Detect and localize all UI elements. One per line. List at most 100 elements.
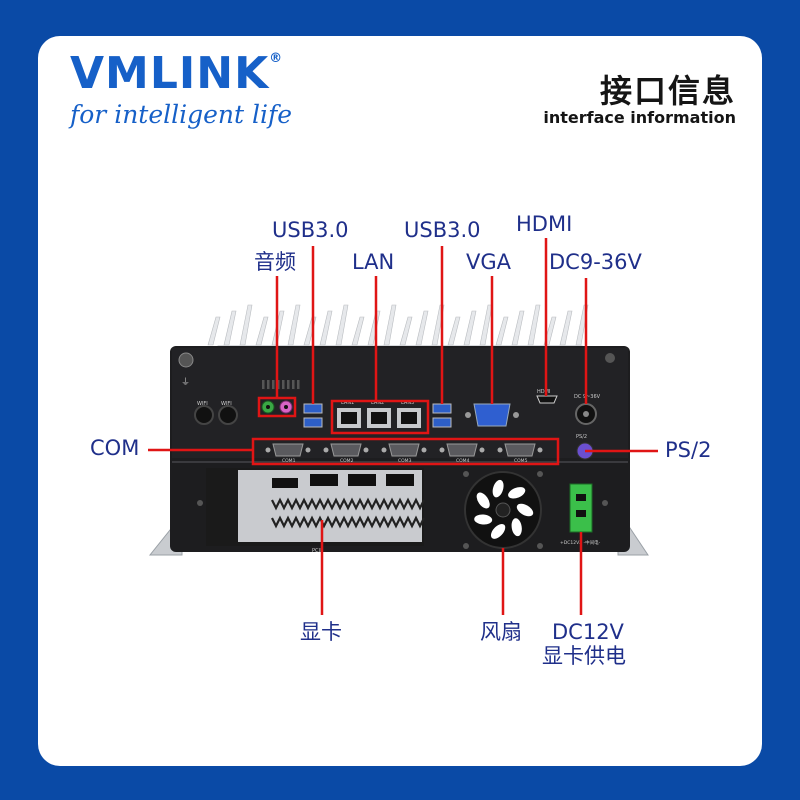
com-screw [323,447,329,453]
print-ps2: PS/2 [576,434,587,440]
com-screw [421,447,427,453]
label-lan: LAN [352,250,395,274]
gpu-dp-out [348,474,376,486]
wifi-antenna-port-1 [194,405,214,425]
vent-slot [297,380,300,389]
vent-slot [262,380,265,389]
lan-port-1-hole [341,412,357,424]
vga-screw [465,412,471,418]
header-title-cn: 接口信息 [599,72,736,110]
usb-port-right-1 [432,403,452,414]
label-com: COM [90,436,140,460]
leader-lines [148,238,658,615]
heatsink-fins [207,304,589,346]
chassis-screw [463,471,469,477]
dc-power-pin [583,411,589,417]
vga-screw [513,412,519,418]
audio-jack-hole [266,405,270,409]
usb-port-left-1 [303,403,323,414]
label-usb-left: USB3.0 [272,218,349,242]
label-ps2: PS/2 [665,438,712,462]
brand-name: VMLINK [70,48,270,99]
usb-port-right-2 [432,417,452,428]
heatsink-fin [351,316,365,346]
hdmi-port [536,395,558,404]
heatsink-fin [367,310,381,346]
fan-blades [474,479,534,539]
fan-blade [516,503,534,517]
chassis-screw [537,471,543,477]
heatsink-fin [207,316,221,346]
com-screw [439,447,445,453]
chassis-screw [197,500,203,506]
callout-box-lan [330,399,430,435]
heatsink-fin [447,316,461,346]
fan-blade [492,479,504,498]
heatsink-fin [319,310,333,346]
print-com4: COM4 [456,458,470,464]
lan-ports [337,408,421,428]
heatsink-fin [383,304,397,346]
gpu-vent-grille [271,497,425,529]
label-dc12v-line1: DC12V [552,620,624,644]
heatsink-fin [335,304,349,346]
print-com5: COM5 [514,458,528,464]
print-dc: DC 9~36V [574,394,601,400]
print-wifi-1: WIFI [197,401,208,407]
print-lan1: LAN1 [341,400,354,406]
brand-tagline: for intelligent life [70,100,293,129]
brand-logo: VMLINK® for intelligent life [70,51,293,130]
fan-hub [495,502,511,518]
gpu-dp-out [310,474,338,486]
heatsink-fin [399,316,413,346]
registered-mark: ® [269,51,284,66]
dc12v-terminal [569,483,593,533]
heatsink-fin [223,310,237,346]
com-screw [363,447,369,453]
vent-slot [267,380,270,389]
label-audio: 音频 [254,250,296,274]
label-hdmi: HDMI [516,212,573,236]
lan-port-3-hole [401,412,417,424]
com-screw [305,447,311,453]
print-pcie: PCIE [312,548,323,554]
screw-icon [605,353,615,363]
heatsink-fin [527,304,541,346]
gpu-dp-out [386,474,414,486]
label-fan: 风扇 [480,620,522,644]
callout-boxes [251,396,560,466]
fan-blade [476,492,490,509]
chassis-screw [602,500,608,506]
label-dc-in: DC9-36V [549,250,642,274]
callout-box-com [251,437,560,466]
label-dc12v-line2: 显卡供电 [542,644,626,668]
fan-blade [474,514,493,525]
com-screw [479,447,485,453]
vent-slot [292,380,295,389]
lan-port-2-hole [371,412,387,424]
vent-slot [287,380,290,389]
print-wifi-2: WIFI [221,401,232,407]
heatsink-fin [415,310,429,346]
heatsink-fin [255,316,269,346]
fan-blade [508,487,526,499]
label-vga: VGA [466,250,512,274]
ground-screw-icon [178,352,194,368]
dc12v-pin [576,510,586,517]
heatsink-fin [495,316,509,346]
com-screw [497,447,503,453]
print-com2: COM2 [340,458,354,464]
wifi-antenna-port-2 [218,405,238,425]
print-com3: COM3 [398,458,412,464]
hdmi-outputs-gpu [272,474,414,488]
chassis-screw [537,543,543,549]
heatsink-fin [239,304,253,346]
audio-jack-hole [284,405,288,409]
chassis-upper-panel [172,348,628,458]
vga-port [473,403,511,427]
fan-blade [511,518,522,537]
usb-port-left-2 [303,417,323,428]
heatsink-fin [287,304,301,346]
fan-blade [490,523,506,539]
